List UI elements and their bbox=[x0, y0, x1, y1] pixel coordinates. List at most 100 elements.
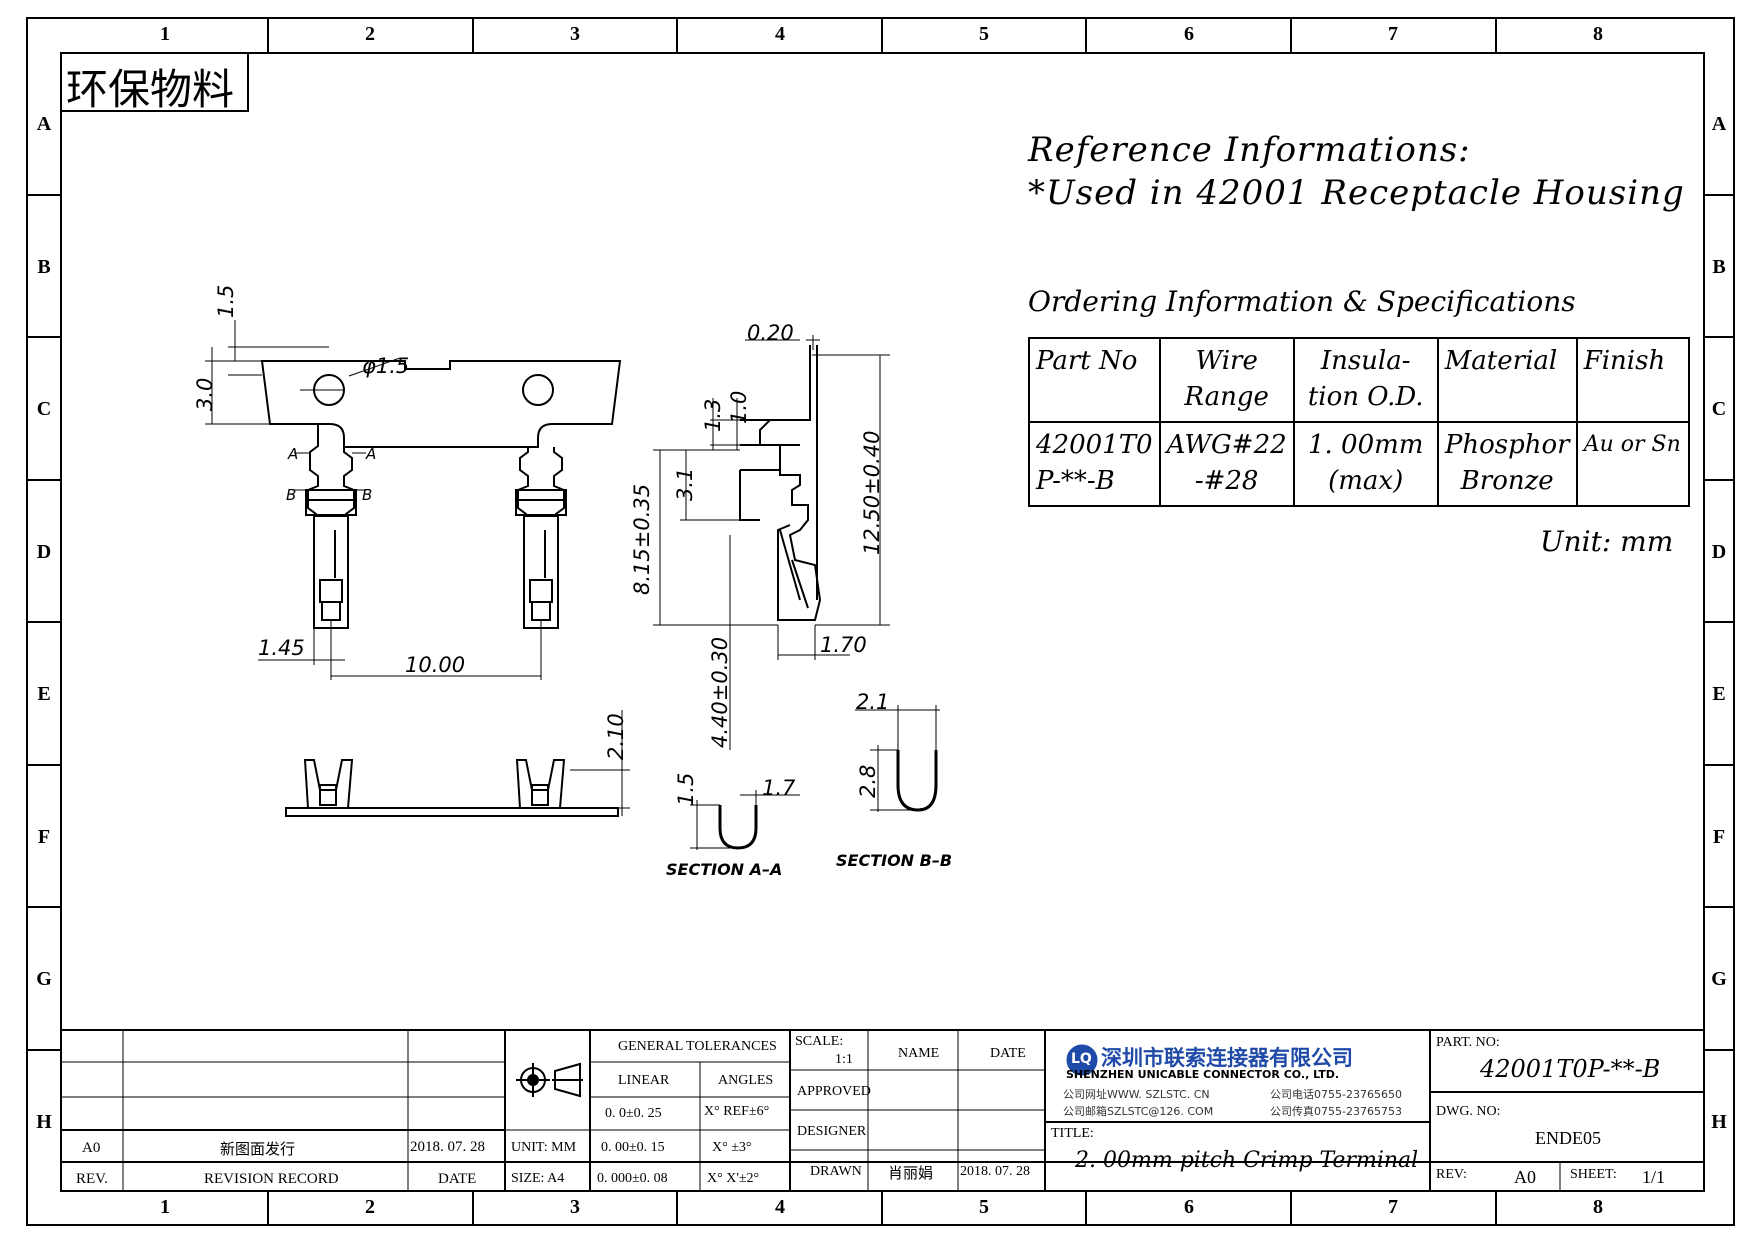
zone-col-7-top: 7 bbox=[1388, 23, 1398, 45]
unit-note: Unit: mm bbox=[1540, 525, 1674, 558]
title-label: TITLE: bbox=[1051, 1126, 1094, 1141]
linear-tol-1: 0. 0±0. 25 bbox=[605, 1106, 662, 1121]
spec-finish-text: Au or Sn bbox=[1583, 432, 1681, 457]
reference-note: *Used in 42001 Receptacle Housing bbox=[1028, 173, 1685, 213]
spec-header-finish: Finish bbox=[1575, 337, 1690, 423]
zone-row-e-right: E bbox=[1712, 683, 1726, 705]
spec-wire-range: AWG#22 -#28 bbox=[1158, 421, 1295, 507]
dim-mark-a-left: A bbox=[288, 445, 299, 463]
dim-0-20: 0.20 bbox=[747, 321, 794, 345]
spec-header-part-no-text: Part No bbox=[1036, 346, 1138, 376]
reference-heading: Reference Informations: bbox=[1028, 130, 1471, 170]
scale-label: SCALE: bbox=[795, 1034, 844, 1049]
spec-header-material: Material bbox=[1436, 337, 1578, 423]
company-email: 公司邮箱SZLSTC@126. COM bbox=[1063, 1105, 1214, 1118]
spec-insulation-line1: 1. 00mm bbox=[1307, 430, 1424, 460]
ordering-heading: Ordering Information & Specifications bbox=[1028, 285, 1576, 318]
dim-section-a-1-5: 1.5 bbox=[674, 772, 698, 806]
designer-label: DESIGNER bbox=[797, 1124, 867, 1139]
company-logo: LQ bbox=[1071, 1051, 1092, 1067]
revision-description: 新图面发行 bbox=[220, 1140, 296, 1158]
spec-header-insulation-line2: tion O.D. bbox=[1307, 382, 1424, 412]
revision-date: 2018. 07. 28 bbox=[410, 1139, 485, 1155]
scale-value: 1:1 bbox=[835, 1052, 853, 1067]
approved-label: APPROVED bbox=[797, 1084, 871, 1099]
dim-mark-b-right: B bbox=[362, 486, 373, 504]
part-no-label: PART. NO: bbox=[1436, 1035, 1500, 1050]
dim-1-5-top: 1.5 bbox=[214, 284, 238, 318]
spec-header-insulation-line1: Insula- bbox=[1320, 346, 1411, 376]
sheet-value: 1/1 bbox=[1642, 1167, 1666, 1187]
dim-1-3: 1.3 bbox=[701, 398, 725, 432]
dwg-no-label: DWG. NO: bbox=[1436, 1104, 1501, 1119]
zone-col-1-top: 1 bbox=[160, 23, 170, 45]
dim-10-00: 10.00 bbox=[405, 653, 466, 677]
spec-finish: Au or Sn bbox=[1575, 421, 1690, 507]
zone-row-h-left: H bbox=[36, 1111, 52, 1133]
zone-row-a-left: A bbox=[36, 113, 52, 135]
linear-tol-2: 0. 00±0. 15 bbox=[601, 1140, 665, 1155]
spec-insulation-line2: (max) bbox=[1328, 466, 1404, 496]
name-column-label: NAME bbox=[898, 1046, 940, 1061]
revision-code: A0 bbox=[82, 1140, 101, 1156]
spec-part-no-line1: 42001T0 bbox=[1036, 430, 1153, 460]
dim-section-b-2-8: 2.8 bbox=[856, 764, 880, 798]
zone-row-g-left: G bbox=[36, 968, 52, 990]
zone-row-c-left: C bbox=[36, 398, 52, 420]
spec-wire-line1: AWG#22 bbox=[1166, 430, 1287, 460]
zone-col-2-top: 2 bbox=[365, 23, 375, 45]
linear-label: LINEAR bbox=[618, 1073, 670, 1088]
drawn-label: DRAWN bbox=[810, 1164, 862, 1179]
dim-section-a-1-7: 1.7 bbox=[762, 776, 796, 800]
angles-label: ANGLES bbox=[718, 1073, 774, 1088]
rev-value: A0 bbox=[1514, 1167, 1536, 1187]
company-fax: 公司传真0755-23765753 bbox=[1270, 1105, 1402, 1118]
zone-col-8-bottom: 8 bbox=[1593, 1196, 1603, 1218]
zone-row-f-right: F bbox=[1712, 826, 1726, 848]
angle-tol-2: X° ±3° bbox=[712, 1140, 752, 1155]
dim-2-10: 2.10 bbox=[604, 713, 628, 760]
dim-1-70: 1.70 bbox=[820, 633, 867, 657]
company-name-cn: 深圳市联索连接器有限公司 bbox=[1101, 1046, 1353, 1070]
dim-mark-b-left: B bbox=[286, 486, 297, 504]
zone-col-7-bottom: 7 bbox=[1388, 1196, 1398, 1218]
spec-header-part-no: Part No bbox=[1028, 337, 1161, 423]
sheet-label: SHEET: bbox=[1570, 1167, 1617, 1182]
dwg-number: ENDE05 bbox=[1535, 1128, 1601, 1148]
eco-material-badge: 环保物料 bbox=[66, 65, 235, 114]
zone-col-5-top: 5 bbox=[979, 23, 989, 45]
date-column-label: DATE bbox=[438, 1171, 477, 1187]
dim-mark-a-right: A bbox=[366, 445, 377, 463]
zone-row-a-right: A bbox=[1711, 113, 1727, 135]
unit-label: UNIT: MM bbox=[511, 1140, 577, 1155]
spec-material-line1: Phosphor bbox=[1444, 430, 1570, 460]
spec-wire-line2: -#28 bbox=[1194, 466, 1259, 496]
dim-8-15: 8.15±0.35 bbox=[630, 483, 654, 595]
spec-material-line2: Bronze bbox=[1460, 466, 1554, 496]
angle-tol-3: X° X'±2° bbox=[707, 1171, 760, 1186]
dim-phi-1-5: φ1.5 bbox=[362, 354, 410, 378]
revision-record-label: REVISION RECORD bbox=[204, 1171, 339, 1187]
linear-tol-3: 0. 000±0. 08 bbox=[597, 1171, 668, 1186]
dim-3-0: 3.0 bbox=[193, 377, 217, 411]
zone-col-6-bottom: 6 bbox=[1184, 1196, 1194, 1218]
spec-header-material-text: Material bbox=[1444, 346, 1558, 376]
zone-row-b-left: B bbox=[37, 256, 51, 278]
zone-col-6-top: 6 bbox=[1184, 23, 1194, 45]
zone-col-3-top: 3 bbox=[570, 23, 580, 45]
zone-col-3-bottom: 3 bbox=[570, 1196, 580, 1218]
spec-header-finish-text: Finish bbox=[1583, 346, 1666, 376]
zone-col-1-bottom: 1 bbox=[160, 1196, 170, 1218]
spec-header-insulation: Insula-tion O.D. bbox=[1292, 337, 1439, 423]
company-website: 公司网址WWW. SZLSTC. CN bbox=[1063, 1088, 1210, 1101]
dim-3-1: 3.1 bbox=[673, 467, 697, 501]
date-column-label-2: DATE bbox=[990, 1046, 1026, 1061]
dim-4-40: 4.40±0.30 bbox=[708, 636, 732, 748]
zone-row-b-right: B bbox=[1712, 256, 1726, 278]
